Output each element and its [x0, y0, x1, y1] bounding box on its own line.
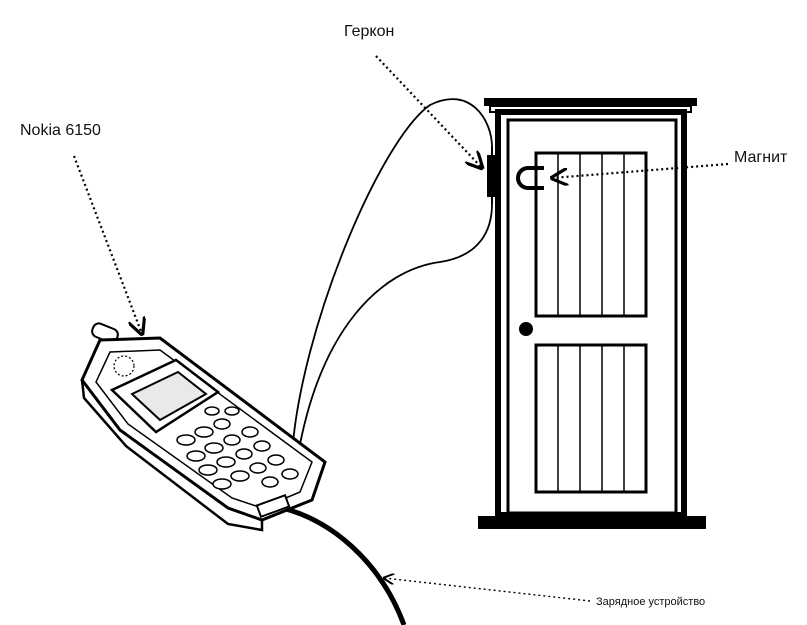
door — [478, 98, 706, 529]
arrow-phone — [72, 155, 142, 334]
door-leaf — [506, 118, 678, 515]
wire-bottom — [297, 203, 493, 456]
door-threshold — [478, 516, 706, 529]
label-charger: Зарядное устройство — [596, 596, 705, 608]
charger-cable — [281, 505, 407, 625]
phone-screen — [130, 370, 208, 422]
pointer-arrows — [72, 55, 729, 602]
magnet-icon — [516, 166, 544, 190]
phone-keypad — [176, 406, 299, 490]
phone-connector — [255, 493, 291, 519]
door-upper-panel — [534, 151, 648, 318]
door-knob — [519, 322, 533, 336]
wires — [291, 98, 493, 456]
reed-switch-icon — [487, 155, 497, 197]
wire-top — [291, 98, 493, 456]
arrow-magnet — [552, 162, 729, 178]
label-reed-switch: Геркон — [344, 23, 394, 40]
arrow-reed-switch — [375, 55, 482, 168]
label-magnet: Магнит — [734, 149, 788, 166]
phone — [80, 322, 327, 532]
door-frame — [495, 109, 687, 518]
door-lower-planks — [557, 345, 625, 492]
door-lower-panel — [534, 343, 648, 494]
label-phone: Nokia 6150 — [20, 122, 101, 139]
arrow-charger — [384, 578, 591, 602]
door-lintel — [484, 98, 697, 106]
